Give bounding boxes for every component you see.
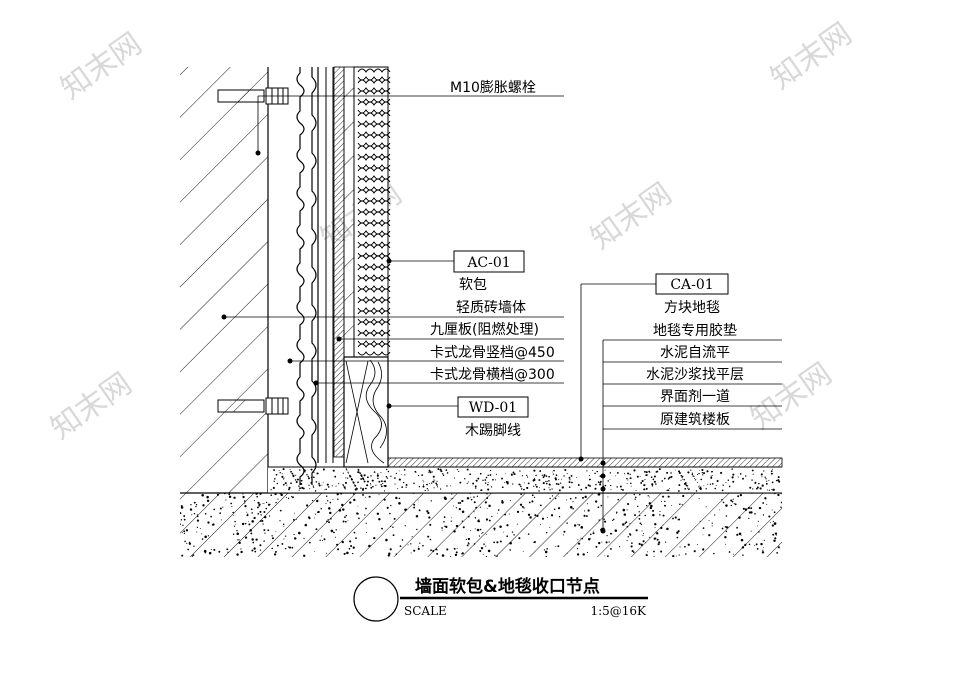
label-self-leveling: 水泥自流平 (660, 345, 730, 361)
watermark-text: 知末网 (745, 356, 839, 436)
tag-wd-text: WD-01 (469, 400, 517, 416)
leader-keel-horizontal: 卡式龙骨横档@300 (313, 367, 564, 386)
tag-ca-text: CA-01 (670, 277, 713, 293)
label-carpet: 方块地毯 (664, 300, 720, 316)
label-plywood: 九厘板(阻燃处理) (430, 321, 539, 338)
drawing-title: 墙面软包&地毯收口节点 (415, 576, 600, 597)
tag-ac-text: AC-01 (466, 255, 510, 271)
carpet-layer (387, 457, 783, 468)
label-keel-horizontal: 卡式龙骨横档@300 (430, 367, 555, 383)
watermark-text: 知末网 (585, 176, 679, 256)
floor-slab (180, 492, 782, 557)
leader-keel-vertical: 卡式龙骨竖档@450 (287, 345, 564, 364)
label-bolt: M10膨胀螺栓 (450, 79, 536, 96)
label-brick-wall: 轻质砖墙体 (456, 300, 526, 316)
label-skirting: 木踢脚线 (465, 423, 521, 439)
plywood-board (333, 66, 345, 458)
label-keel-vertical: 卡式龙骨竖档@450 (430, 345, 555, 361)
watermark-text: 知末网 (55, 26, 149, 106)
keel-profile (296, 67, 334, 485)
soft-pack-panel (343, 66, 391, 358)
wood-skirting (343, 356, 389, 468)
scale-value: 1:5@16K (590, 604, 647, 618)
watermark-text: 知末网 (45, 366, 139, 446)
scale-label: SCALE (404, 604, 447, 618)
tag-ca: CA-01 方块地毯 (578, 273, 729, 462)
label-slab: 原建筑楼板 (660, 412, 730, 428)
leader-plywood: 九厘板(阻燃处理) (336, 321, 564, 342)
mortar-layer (268, 466, 782, 494)
leader-floor-stack: 地毯专用胶垫 水泥自流平 水泥沙浆找平层 界面剂一道 原建筑楼板 (600, 322, 782, 534)
leader-bolt: M10膨胀螺栓 (255, 79, 564, 156)
label-interface-agent: 界面剂一道 (660, 389, 730, 405)
masonry-wall (180, 67, 269, 493)
leader-brick-wall: 轻质砖墙体 (221, 300, 564, 320)
label-soft-pack: 软包 (459, 277, 487, 293)
title-block: 墙面软包&地毯收口节点 SCALE 1:5@16K (353, 576, 648, 622)
tag-wd: WD-01 木踢脚线 (386, 396, 529, 439)
label-mortar: 水泥沙浆找平层 (646, 367, 744, 383)
expansion-bolt-bottom (217, 397, 289, 415)
watermark-text: 知末网 (765, 16, 859, 96)
tag-ac: AC-01 软包 (386, 250, 525, 293)
label-carpet-pad: 地毯专用胶垫 (653, 322, 737, 339)
